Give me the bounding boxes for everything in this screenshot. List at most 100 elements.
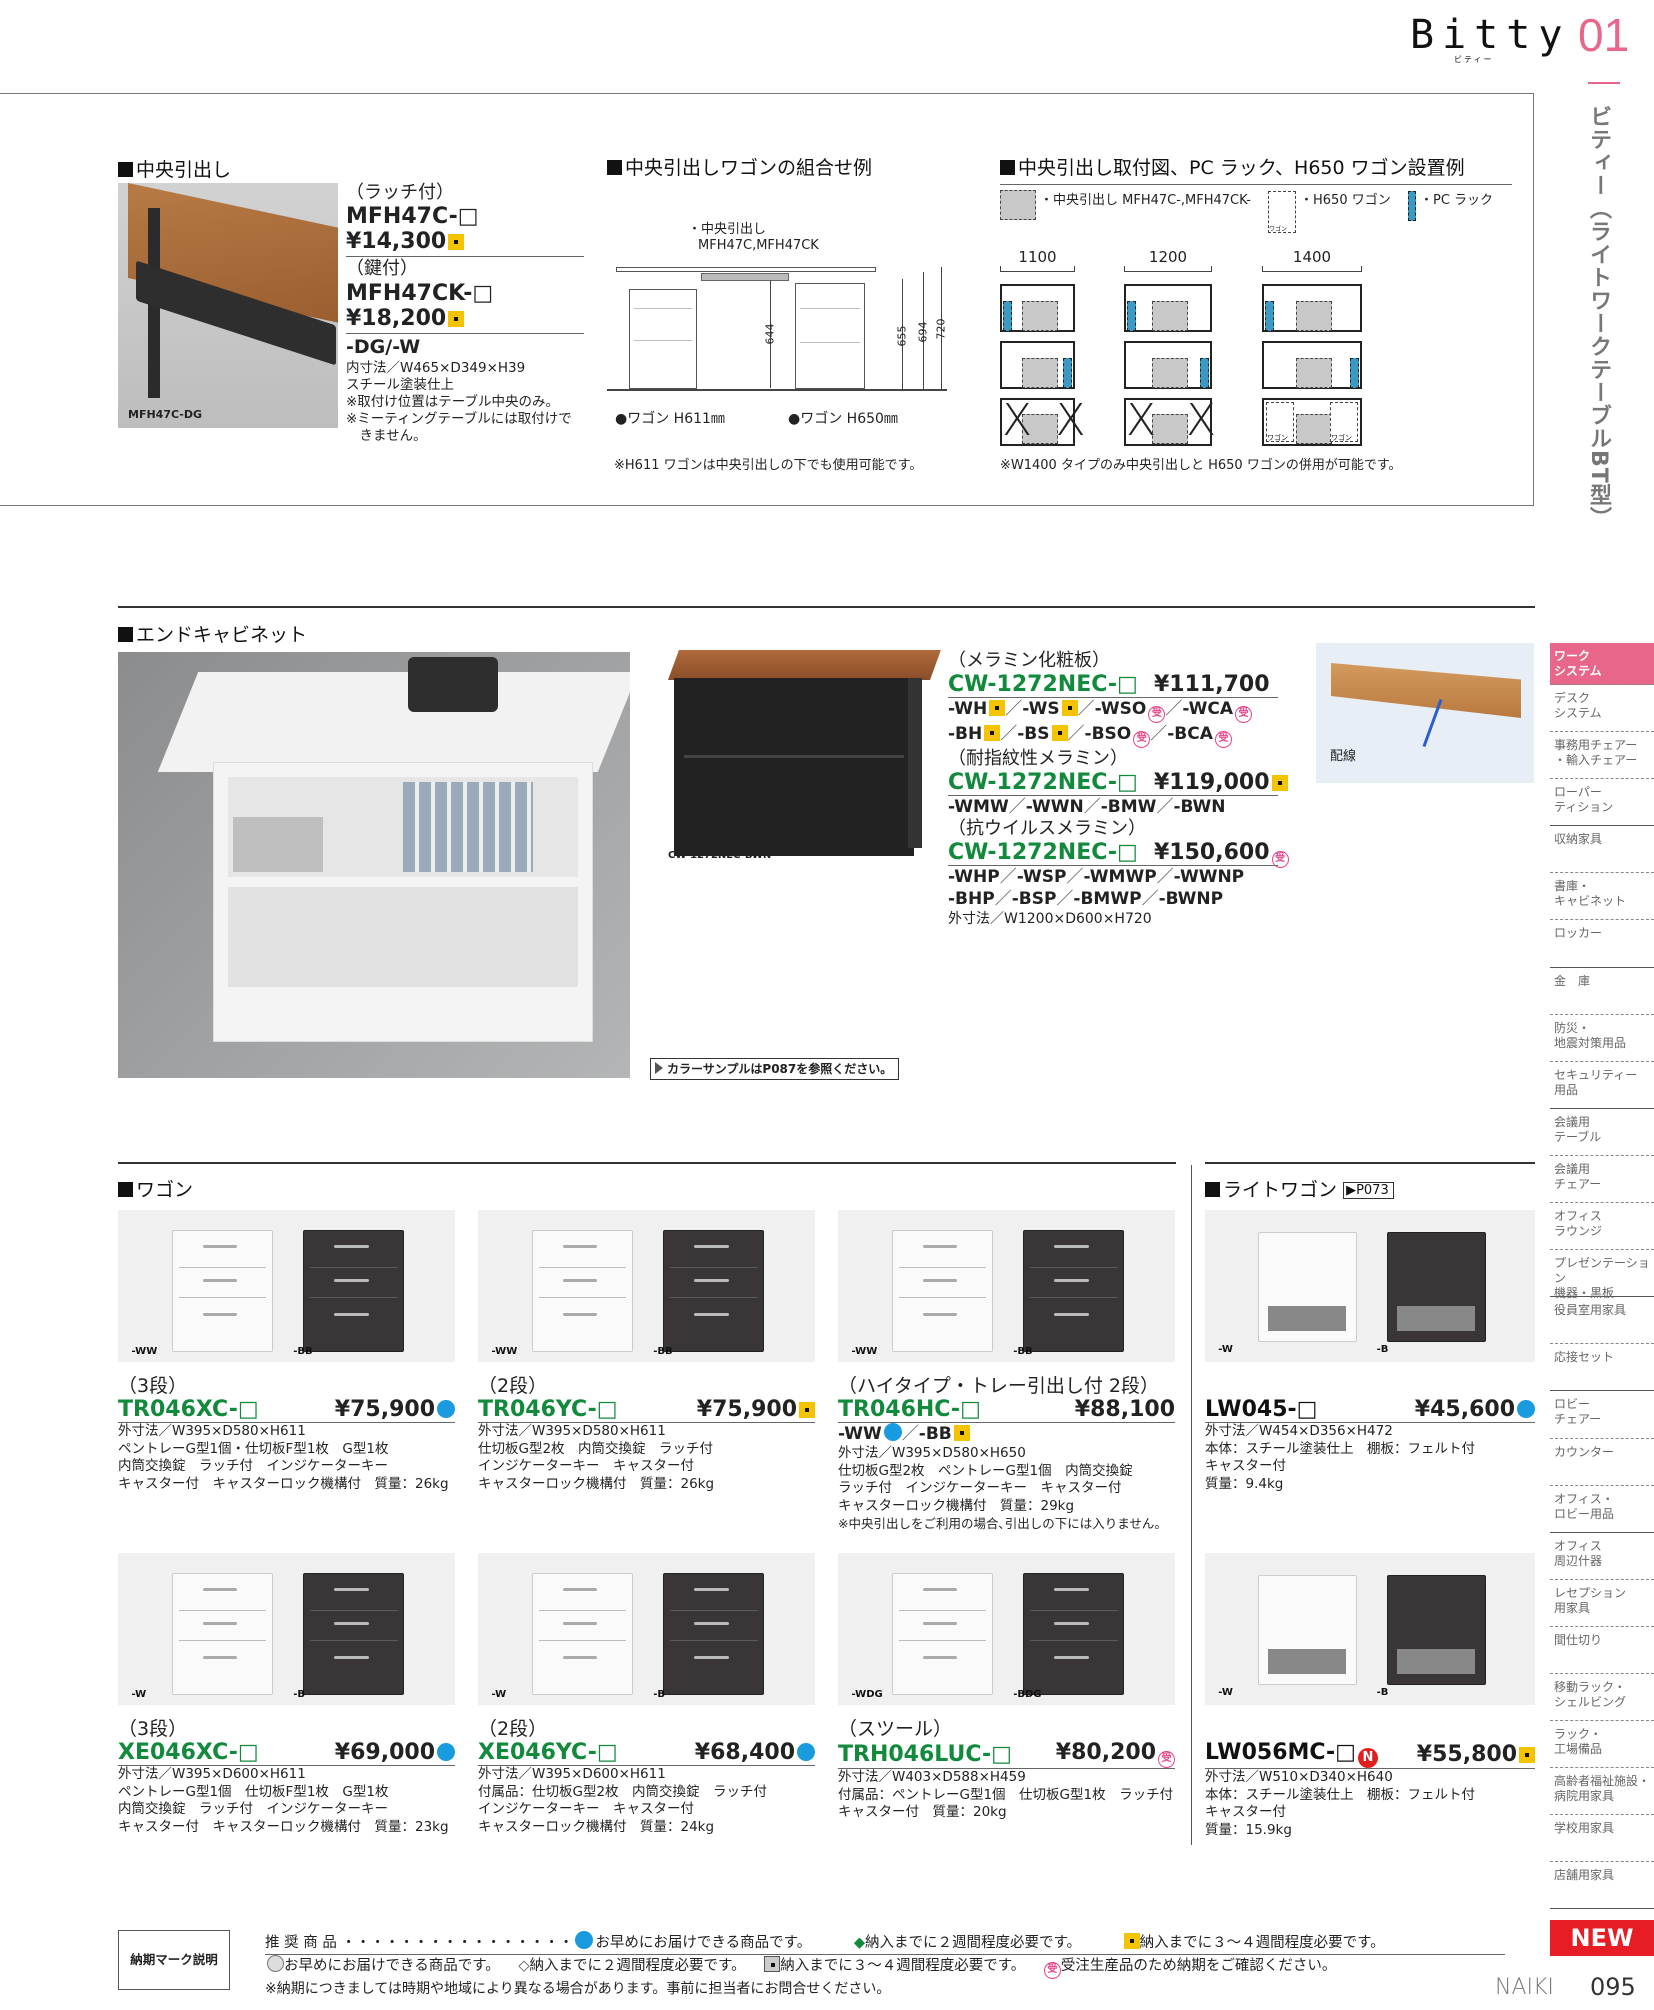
model-price-row: LW056MC-□N¥55,800	[1205, 1740, 1535, 1769]
delivery-mark-square-icon	[953, 1425, 970, 1441]
sidebar-category-item[interactable]: デスク システム	[1550, 685, 1654, 733]
sidebar-category-item[interactable]: オフィス ラウンジ	[1550, 1203, 1654, 1251]
black-model-image	[303, 1573, 405, 1695]
color-tag: -W	[1218, 1344, 1233, 1355]
black-model-image	[1386, 1232, 1486, 1342]
sidebar-category-item[interactable]: 防災・ 地震対策用品	[1550, 1015, 1654, 1062]
column-divider	[1191, 1165, 1192, 1845]
sidebar-category-item[interactable]: 高齢者福祉施設・ 病院用家具	[1550, 1768, 1654, 1816]
delivery-mark-square-icon	[984, 725, 1001, 741]
color-code: -BMW	[1100, 797, 1157, 817]
table-layout-diagram: ワゴンワゴン	[1262, 398, 1362, 446]
model-number: LW056MC-□	[1205, 1740, 1356, 1765]
color-tag: -W	[131, 1689, 147, 1700]
price: ¥69,000	[334, 1740, 435, 1765]
pc-rack-zone	[1200, 358, 1209, 388]
black-model-image	[1386, 1575, 1486, 1685]
model-price-row: CW-1272NEC-□¥111,700	[948, 672, 1278, 698]
delivery-mark-square-icon	[1061, 700, 1078, 716]
spec-line: 内筒交換錠 ラッチ付 インジケーターキー	[118, 1801, 388, 1817]
spec-line: 本体：スチール塗装仕上 棚板：フェルト付	[1205, 1786, 1475, 1803]
combo-note: ※H611 ワゴンは中央引出しの下でも使用可能です。	[614, 458, 923, 473]
finish-label: （メラミン化粧板）	[948, 650, 1110, 671]
table-layout-diagram	[1124, 341, 1212, 389]
price: ¥18,200	[346, 306, 447, 331]
drawer-zone	[1152, 301, 1188, 331]
made-to-order-icon: 受	[1133, 731, 1151, 748]
publisher-brand: NAIKI	[1495, 1975, 1554, 2000]
color-code: -WH	[948, 699, 988, 719]
price: ¥119,000	[1154, 770, 1270, 795]
table-layout-diagram	[1124, 284, 1212, 332]
delivery-mark-circle-icon	[437, 1743, 455, 1761]
sidebar-category-item[interactable]: 金 庫	[1550, 968, 1654, 1015]
price: ¥55,800	[1416, 1741, 1517, 1767]
top-section-frame	[0, 93, 1534, 506]
model-number: TR046HC-□	[838, 1397, 981, 1422]
color-tag: -WDG	[851, 1689, 883, 1700]
sidebar-category-item[interactable]: オフィス・ ロビー用品	[1550, 1486, 1654, 1533]
color-tag: -BB	[293, 1346, 313, 1357]
model-price-row: CW-1272NEC-□¥119,000	[948, 770, 1288, 796]
color-code: -BMWP	[1073, 889, 1142, 909]
sidebar-category-item[interactable]: 間仕切り	[1550, 1627, 1654, 1674]
color-codes: -WW／-BB	[838, 1423, 1175, 1445]
sidebar-category-item[interactable]: 収納家具	[1550, 826, 1654, 874]
color-codes: -BHP／-BSP／-BMWP／-BWNP	[948, 889, 1224, 909]
sidebar-category-item[interactable]: 学校用家具	[1550, 1815, 1654, 1863]
sidebar-category-item[interactable]: ワーク システム	[1550, 643, 1654, 685]
wagon-zone: ワゴン	[1330, 402, 1358, 442]
sidebar-category-item[interactable]: 会議用 チェアー	[1550, 1156, 1654, 1204]
sidebar-category-item[interactable]: 店舗用家具	[1550, 1862, 1654, 1910]
model-price-row: TR046XC-□¥75,900	[118, 1397, 455, 1423]
sidebar-category-item[interactable]: レセプション 用家具	[1550, 1580, 1654, 1627]
not-allowed-cross-icon: X	[1186, 395, 1217, 446]
spec-line: きません。	[346, 428, 427, 444]
color-code: -WS	[1022, 699, 1060, 719]
wiring-photo: 配線	[1316, 643, 1534, 783]
sidebar-category-item[interactable]: 応接セット	[1550, 1344, 1654, 1392]
spec-line: ラッチ付 インジケーターキー キャスター付	[838, 1480, 1122, 1496]
sidebar-category-item[interactable]: 書庫・ キャビネット	[1550, 873, 1654, 921]
price: ¥80,200	[1055, 1740, 1156, 1765]
sidebar-category-item[interactable]: セキュリティー 用品	[1550, 1062, 1654, 1109]
product-image: -WW-BB	[478, 1210, 815, 1362]
sidebar-category-item[interactable]: 役員室用家具	[1550, 1297, 1654, 1345]
sidebar-category-item[interactable]: 事務用チェアー ・輸入チェアー	[1550, 732, 1654, 780]
sidebar-category-item[interactable]: 会議用 テーブル	[1550, 1109, 1654, 1156]
sidebar-category-item[interactable]: ローパー ティション	[1550, 779, 1654, 827]
pc-rack-legend-icon	[1408, 191, 1416, 221]
width-dimension-line	[1000, 266, 1075, 272]
color-code: -WCA	[1182, 699, 1234, 719]
color-tag: -B	[293, 1689, 306, 1700]
sidebar-category-item[interactable]: ラック・ 工場備品	[1550, 1721, 1654, 1769]
product-subtitle	[1205, 1718, 1535, 1740]
sidebar-category-item[interactable]: ロッカー	[1550, 920, 1654, 968]
product-image: -WW-BB	[838, 1210, 1175, 1362]
page-ref-link[interactable]: ▶P073	[1343, 1182, 1394, 1199]
price: ¥75,900	[696, 1397, 797, 1422]
sidebar-category-item[interactable]: カウンター	[1550, 1439, 1654, 1486]
drawer-legend-icon	[1000, 190, 1036, 220]
color-sample-note: カラーサンプルはP087を参照ください。	[650, 1058, 900, 1080]
color-code: -WHP	[948, 867, 1000, 887]
yellow-square-icon	[1123, 1933, 1140, 1949]
product-image: -W-B	[478, 1553, 815, 1705]
delivery-mark-square-icon	[448, 234, 465, 250]
sidebar-category-item[interactable]: オフィス 周辺什器	[1550, 1533, 1654, 1580]
pc-rack-zone	[1265, 301, 1274, 331]
light-wagon-divider	[1205, 1162, 1535, 1164]
spec-line: 本体：スチール塗装仕上 棚板：フェルト付	[1205, 1440, 1475, 1457]
sidebar-category-item[interactable]: 移動ラック・ シェルビング	[1550, 1674, 1654, 1722]
sidebar-category-item[interactable]: ロビー チェアー	[1550, 1391, 1654, 1439]
white-model-image	[531, 1573, 633, 1695]
sidebar-category-item[interactable]: プレゼンテーション 機器・黒板	[1550, 1250, 1654, 1300]
delivery-mark-circle-icon	[437, 1400, 455, 1418]
